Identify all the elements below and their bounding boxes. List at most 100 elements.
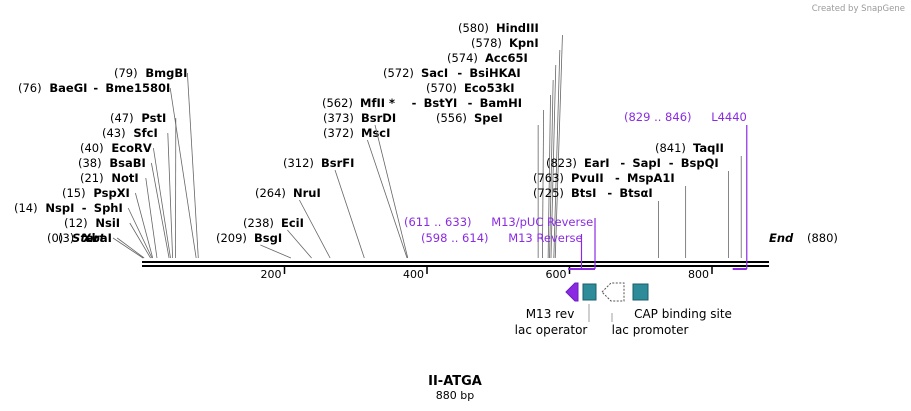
site-name-pspxi: PspXI [93, 186, 129, 200]
map-length: 880 bp [436, 389, 474, 402]
site-name-msci: MscI [361, 126, 390, 140]
site-name-bts-i: BtsαI [619, 186, 652, 200]
site-eco53ki: (570)Eco53kI [426, 81, 551, 259]
site-connector [554, 34, 563, 259]
tick-label-400: 400 [403, 268, 424, 281]
site-connector [550, 64, 557, 259]
site-separator: - [468, 96, 473, 110]
site-position: (12) [64, 216, 88, 230]
site-separator: - [620, 156, 625, 170]
site-name-pvuii: PvuII [571, 171, 604, 185]
site-connector [547, 94, 551, 259]
site-connector [151, 162, 170, 259]
site-name-kpni: KpnI [509, 36, 539, 50]
end-position: (880) [807, 231, 838, 245]
site-name-mfii: MfII * [360, 96, 395, 110]
site-mfii-bstyi-bamhi: (562)MfII *-BstYI-BamHI [322, 96, 545, 259]
site-saci-bsihkai: (572)SacI-BsiHKAI [383, 66, 554, 259]
site-position: (763) [533, 171, 564, 185]
site-name-spei: SpeI [474, 111, 503, 125]
site-name-hindiii: HindIII [496, 21, 539, 35]
site-name-nsii: NsiI [95, 216, 120, 230]
site-connector [549, 79, 554, 259]
site-position: (823) [546, 156, 577, 170]
site-position: (40) [80, 141, 104, 155]
site-name-bsgi: BsgI [254, 231, 282, 245]
primer-position: (611 .. 633) [404, 215, 472, 229]
site-position: (43) [102, 126, 126, 140]
site-name-bspqi: BspQI [681, 156, 719, 170]
start-label: (0) Start [47, 231, 105, 245]
site-connector [116, 237, 145, 259]
site-connector [553, 49, 561, 259]
primer-name: M13/pUC Reverse [491, 215, 593, 229]
m13-rev-arrow-icon [565, 282, 579, 302]
site-position: (725) [533, 186, 564, 200]
site-name-sfci: SfcI [133, 126, 157, 140]
site-eari-sapi-bspqi: (823)EarI-SapI-BspQI [546, 156, 729, 258]
site-position: (209) [216, 231, 247, 245]
site-name-nspi: NspI [45, 201, 74, 215]
snapgene-credit: Created by SnapGene [812, 4, 905, 14]
site-position: (264) [255, 186, 286, 200]
site-name-btsi: BtsI [571, 186, 596, 200]
site-position: (372) [323, 126, 354, 140]
end-name: End [769, 231, 794, 245]
site-psti: (47)PstI [110, 111, 177, 259]
site-position: (556) [436, 111, 467, 125]
site-nsii: (12) NsiI [64, 216, 151, 259]
site-connector [145, 177, 158, 259]
primer-m13-reverse: (598 .. 614)M13 Reverse [421, 231, 583, 270]
site-position: (574) [447, 51, 478, 65]
site-position: (312) [283, 156, 314, 170]
start-name: Start [72, 231, 105, 245]
site-separator: - [669, 156, 674, 170]
site-connector [135, 192, 154, 259]
site-name-bmgbi: BmgBI [145, 66, 187, 80]
site-name-bme1580i: Bme1580I [105, 81, 170, 95]
site-position: (79) [114, 66, 138, 80]
cap-binding-site-label: CAP binding site [634, 307, 732, 321]
site-position: (562) [322, 96, 353, 110]
site-pspxi: (15) PspXI [62, 186, 154, 259]
site-name-acc65i: Acc65I [485, 51, 528, 65]
restriction-sites: (3)XbaI(12)NsiI(14)NspI-SphI(15)PspXI(21… [14, 21, 742, 259]
site-taqii: (841)TaqII [655, 141, 742, 258]
site-connector [129, 222, 151, 259]
site-name-bsrfi: BsrFI [321, 156, 354, 170]
site-position: (238) [243, 216, 274, 230]
site-separator: - [82, 201, 87, 215]
features: M13 rev lac operator lac promoter CAP bi… [515, 282, 732, 337]
site-name-ecorv: EcoRV [111, 141, 151, 155]
site-position: (3) [58, 231, 74, 245]
site-separator: - [615, 171, 620, 185]
site-name-psti: PstI [141, 111, 166, 125]
site-connector [542, 109, 545, 259]
site-connector [127, 207, 153, 259]
primer-m13-puc-reverse: (611 .. 633) M13/pUC Reverse [404, 215, 596, 270]
site-pvuii-mspa1i: (763) PvuII-MspA1I [533, 171, 687, 258]
site-spei: (556) SpeI [436, 111, 539, 258]
site-xbai: (3)XbaI [58, 231, 145, 259]
site-name-ecii: EciI [281, 216, 304, 230]
site-name-baegi: BaeGI [49, 81, 87, 95]
lac-operator-box-icon [582, 283, 597, 301]
site-name-sapi: SapI [632, 156, 661, 170]
site-connector [287, 229, 312, 259]
primers: (598 .. 614)M13 Reverse (611 .. 633) M13/p… [404, 110, 748, 270]
site-separator: - [93, 81, 98, 95]
site-position: (76) [18, 81, 42, 95]
site-name-mspa1i: MspA1I [627, 171, 675, 185]
site-position: (373) [323, 111, 354, 125]
site-bsrdi: (373)BsrDI [323, 111, 409, 259]
site-position: (14) [14, 201, 38, 215]
site-position: (572) [383, 66, 414, 80]
site-position: (15) [62, 186, 86, 200]
site-connector [374, 124, 409, 259]
start-position: (0) [47, 231, 63, 245]
cap-binding-box-icon [632, 283, 649, 301]
site-sfci: (43) SfcI [102, 126, 174, 259]
site-connector [367, 139, 408, 259]
site-connector [334, 169, 365, 259]
tick-label-600: 600 [546, 268, 567, 281]
